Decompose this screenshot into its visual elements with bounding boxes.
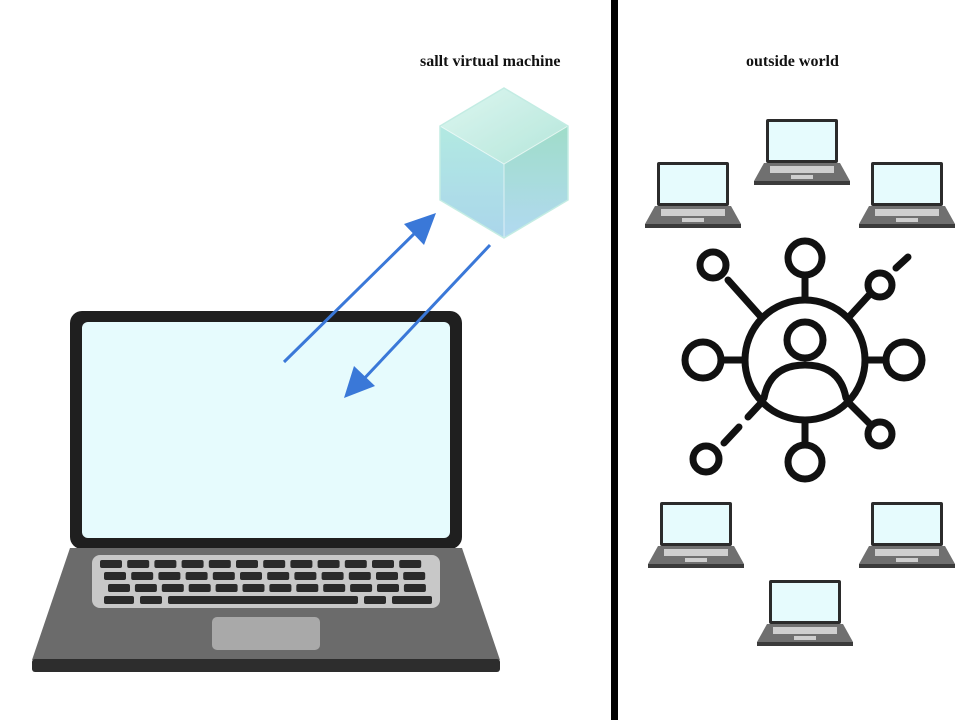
arrow-from-vm-icon [344,243,492,398]
panel-divider [611,0,618,720]
keyboard-key [154,560,177,568]
keyboard-key [294,572,317,580]
keyboard-key [215,584,238,592]
keyboard-key [364,596,386,604]
keyboard-key [208,560,231,568]
keyboard-key [240,572,262,580]
keyboard-key [296,584,319,592]
peer-laptop-icon [754,119,850,185]
vm-cube-icon [439,87,569,239]
keyboard-key [269,584,292,592]
keyboard-key [344,560,367,568]
keyboard-key [376,572,398,580]
keyboard-key [127,560,150,568]
keyboard-key [267,572,290,580]
network-user-icon [681,237,926,483]
keyboard-key [317,560,340,568]
keyboard-key [161,584,184,592]
keyboard-key [290,560,313,568]
host-laptop-icon [32,311,500,672]
keyboard-key [108,584,130,592]
keyboard-key [350,584,373,592]
keyboard-key [236,560,258,568]
keyboard-key [134,584,157,592]
keyboard-key [392,596,432,604]
keyboard-key [104,596,134,604]
keyboard-key [372,560,394,568]
keyboard-key [399,560,422,568]
keyboard-key [263,560,286,568]
peer-laptop-icon [859,162,955,228]
keyboard-keys [100,560,432,604]
keyboard-key [188,584,211,592]
peer-laptop-icon [645,162,741,228]
keyboard-key [104,572,126,580]
keyboard-key [158,572,181,580]
keyboard-key [185,572,208,580]
keyboard-key [140,596,162,604]
arrow-to-vm-icon [282,213,436,364]
keyboard-key [181,560,204,568]
keyboard-key [403,572,426,580]
peer-laptop-icon [859,502,955,568]
outside-world-title: outside world [746,53,839,70]
keyboard-key [168,596,358,604]
keyboard-key [403,584,426,592]
keyboard-key [323,584,346,592]
keyboard-key [212,572,235,580]
keyboard-key [348,572,371,580]
keyboard-key [377,584,399,592]
keyboard-key [242,584,265,592]
keyboard-key [131,572,154,580]
keyboard-key [321,572,344,580]
keyboard-key [100,560,122,568]
peer-laptop-icon [757,580,853,646]
vm-panel-title: sallt virtual machine [420,53,561,70]
peer-laptop-icon [648,502,744,568]
